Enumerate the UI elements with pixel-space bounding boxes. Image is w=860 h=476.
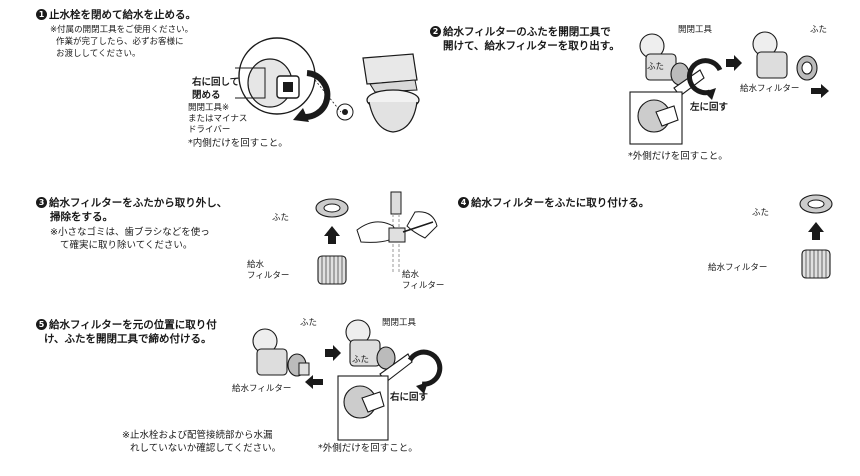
step5-label-lid2: ふた	[352, 355, 369, 366]
step1-title-text: 止水栓を閉めて給水を止める。	[49, 9, 196, 21]
footer-note-2: れしていないか確認してください。	[130, 442, 281, 455]
step2-outer-note: *外側だけを回すこと。	[628, 150, 728, 163]
step1-note-1: ※付属の開閉工具をご使用ください。	[50, 24, 193, 36]
step5-outer-note: *外側だけを回すこと。	[318, 442, 418, 455]
step5-label-filter: 給水フィルター	[232, 384, 291, 395]
arrow-right-icon	[726, 55, 742, 71]
step2-label-tool: 開閉工具	[678, 25, 712, 36]
step3-title-2: 掃除をする。	[50, 210, 113, 224]
step4-label-filter: 給水フィルター	[708, 263, 767, 274]
step3-number: 3	[36, 197, 47, 208]
step3-label-filter-1: 給水	[247, 260, 264, 271]
step2-title-text-1: 給水フィルターのふたを開閉工具で	[443, 26, 611, 38]
step4-number: 4	[458, 197, 469, 208]
step1-tool-label-1: 開閉工具※	[188, 103, 229, 114]
step1-turn-right-1: 右に回して	[192, 77, 239, 89]
step1-tool-label-2: またはマイナス	[188, 114, 247, 125]
step1-note-3: お渡ししてください。	[56, 48, 141, 60]
step5-turn-right: 右に回す	[390, 392, 428, 404]
step3-lid-filter-illustration	[312, 196, 352, 288]
step2-turn-left: 左に回す	[690, 102, 728, 114]
step4-lid-filter-illustration	[796, 192, 836, 282]
step4-label-lid: ふた	[752, 208, 769, 219]
step3-label-filter2-2: フィルター	[402, 281, 444, 292]
step1-inner-note: *内側だけを回すこと。	[188, 137, 288, 150]
step2-label-lid: ふた	[647, 62, 664, 73]
step2-valve-open-illustration	[630, 30, 740, 145]
step3-label-filter-2: フィルター	[247, 271, 289, 282]
step2-label-filter: 給水フィルター	[740, 84, 799, 95]
step1-turn-right-2: 閉める	[192, 90, 221, 102]
step5-title-text-1: 給水フィルターを元の位置に取り付	[49, 319, 217, 331]
step3-title-text-1: 給水フィルターをふたから取り外し、	[49, 197, 227, 209]
step5-label-tool: 開閉工具	[382, 318, 416, 329]
step3-label-filter2-1: 給水	[402, 270, 419, 281]
step5-label-lid: ふた	[300, 318, 317, 329]
toilet-icon	[315, 50, 435, 140]
step3-label-lid: ふた	[272, 213, 289, 224]
step3-cleaning-illustration	[355, 192, 440, 287]
step5-title-2: け、ふたを開閉工具で締め付ける。	[44, 332, 211, 346]
step3-note-2: て確実に取り除いてください。	[60, 239, 192, 252]
step2-number: 2	[430, 26, 441, 37]
step1-note-2: 作業が完了したら、必ずお客様に	[56, 36, 184, 48]
step1-tool-label-3: ドライバー	[188, 125, 230, 136]
step2-title-2: 開けて、給水フィルターを取り出す。	[443, 39, 620, 53]
step5-number: 5	[36, 319, 47, 330]
step3-note-1: ※小さなゴミは、歯ブラシなどを使っ	[50, 226, 210, 239]
footer-note-1: ※止水栓および配管接続部から水漏	[122, 429, 272, 442]
step5-valve-tighten-illustration	[338, 318, 438, 443]
step4-title-text: 給水フィルターをふたに取り付ける。	[471, 197, 649, 209]
step1-number: 1	[36, 9, 47, 20]
step2-label-lid2: ふた	[810, 25, 827, 36]
